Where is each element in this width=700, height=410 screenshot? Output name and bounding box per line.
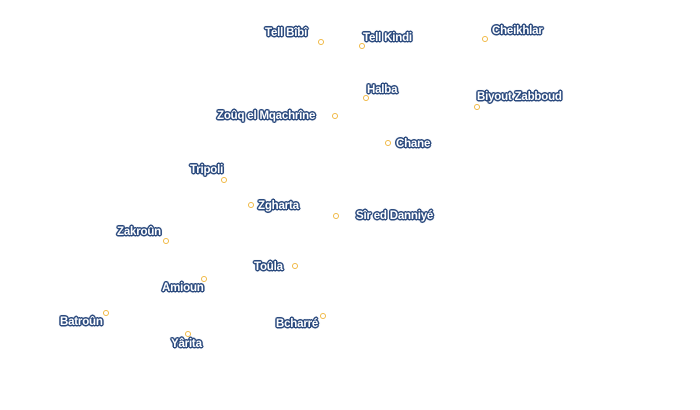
place-label: Cheikhlar [492, 25, 543, 37]
place-marker-icon[interactable] [185, 331, 191, 337]
place-label: Bcharré [276, 318, 319, 330]
place-label: Yârita [171, 338, 202, 350]
place-label: Zakroûn [117, 226, 161, 238]
place-marker-icon[interactable] [318, 39, 324, 45]
place-marker-icon[interactable] [333, 213, 339, 219]
place-label: Biyout Zabboud [477, 91, 562, 103]
place-marker-icon[interactable] [248, 202, 254, 208]
place-label: Chane [396, 138, 431, 150]
place-label: Zoûq el Mqachrîne [217, 110, 316, 122]
place-marker-icon[interactable] [363, 95, 369, 101]
place-label: Tell Bîbî [265, 27, 308, 39]
place-label: Tell Kindi [363, 32, 412, 44]
place-marker-icon[interactable] [103, 310, 109, 316]
place-label: Zgharta [258, 200, 299, 212]
place-marker-icon[interactable] [221, 177, 227, 183]
place-marker-icon[interactable] [201, 276, 207, 282]
place-label: Amioun [162, 282, 204, 294]
place-marker-icon[interactable] [292, 263, 298, 269]
place-label: Sîr ed Danniyé [356, 210, 434, 222]
place-marker-icon[interactable] [320, 313, 326, 319]
place-marker-icon[interactable] [482, 36, 488, 42]
place-marker-icon[interactable] [332, 113, 338, 119]
place-marker-icon[interactable] [474, 104, 480, 110]
place-marker-icon[interactable] [385, 140, 391, 146]
place-marker-icon[interactable] [359, 43, 365, 49]
place-label: Batroûn [60, 316, 103, 328]
place-label: Toûla [254, 261, 283, 273]
place-marker-icon[interactable] [163, 238, 169, 244]
place-label: Tripoli [190, 164, 224, 176]
place-label: Halba [367, 84, 398, 96]
